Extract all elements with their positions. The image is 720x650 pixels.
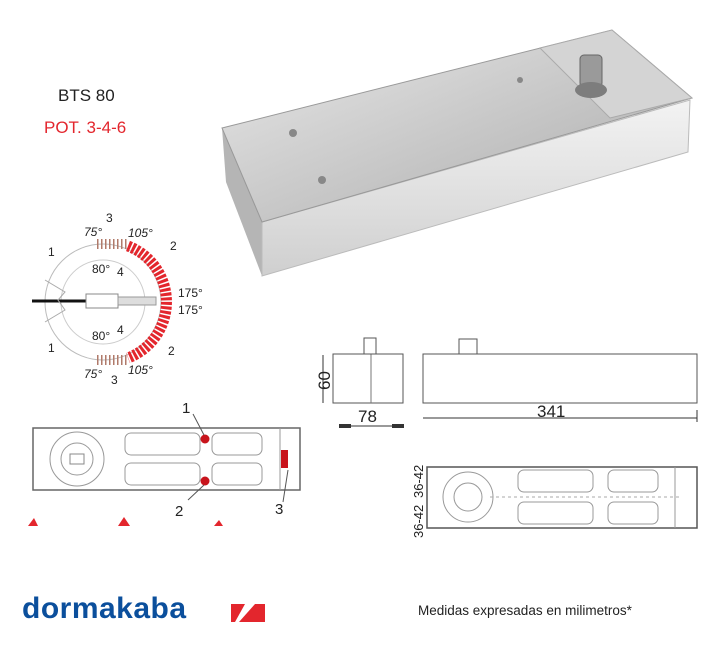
model-name: BTS 80 [58,86,115,105]
fixing-depth-bottom: 36-42 [411,505,426,538]
label-2: 2 [170,239,177,253]
latching-speed-valve [200,476,210,486]
callout-3: 3 [275,501,283,518]
label-2: 2 [168,344,175,358]
label-175: 175° [178,303,203,317]
power-adjuster [281,450,288,468]
dimension-drawings: 60 78 341 36-42 36-42 [315,337,698,538]
callout-2: 2 [175,503,183,520]
label-105: 105° [128,363,153,377]
width-dimension: 78 [358,407,377,426]
brand-logo: dormakaba [22,592,187,625]
label-80: 80° [92,329,110,343]
height-dimension: 60 [315,371,334,390]
label-1: 1 [48,341,55,355]
label-4: 4 [117,265,124,279]
brand-mark-icon [231,604,265,622]
label-75: 75° [84,367,102,381]
closing-speed-valve [200,434,210,444]
label-175: 175° [178,286,203,300]
label-105: 105° [128,226,153,240]
hold-open-arc [125,240,172,364]
measurement-note: Medidas expresadas en milimetros* [418,603,632,618]
power-sizes: POT. 3-4-6 [44,118,127,137]
opening-angle-diagram: 3 75° 105° 2 80° 4 1 175° 175° 1 80° 4 2… [32,211,203,387]
label-75: 75° [84,225,102,239]
label-80: 80° [92,262,110,276]
label-3: 3 [111,373,118,387]
label-4: 4 [117,323,124,337]
label-3: 3 [106,211,113,225]
length-dimension: 341 [537,402,565,421]
callout-1: 1 [182,400,190,417]
adjustment-plan-view: 1 2 3 [28,400,301,526]
fixing-depth-top: 36-42 [411,465,426,498]
label-1: 1 [48,245,55,259]
